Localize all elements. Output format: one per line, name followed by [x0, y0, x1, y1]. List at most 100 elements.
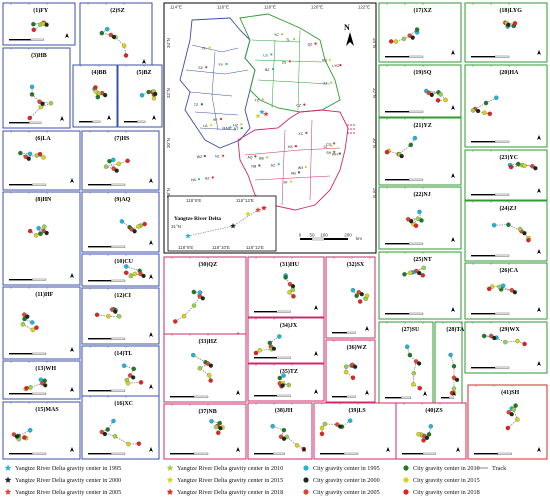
- city-gravity-point: [277, 375, 282, 381]
- city-gravity-point: [335, 422, 340, 427]
- panel-p24: (24)ZJ: [464, 200, 548, 262]
- city-gravity-point: [428, 424, 433, 429]
- city-gravity-point: [470, 108, 476, 113]
- city-gravity-point: [257, 348, 262, 353]
- map-city-point: [225, 62, 228, 66]
- map-city-point: [210, 124, 213, 127]
- city-gravity-point: [290, 284, 296, 289]
- scale-bar: [402, 453, 423, 455]
- map-city-point: [197, 178, 201, 181]
- scale-bar: [170, 396, 194, 398]
- city-gravity-point: [119, 219, 125, 224]
- panel-p8: (8)HN: [2, 191, 81, 286]
- city-gravity-point: [22, 312, 27, 317]
- panel-frame: [467, 384, 548, 460]
- city-gravity-point: [505, 425, 511, 431]
- city-gravity-point: [402, 272, 407, 277]
- panels-layer: (1)FY(2)SZ(3)HB(4)BB(5)BZ(6)LA(7)HS(8)HN…: [2, 2, 548, 460]
- inset-track: [187, 207, 265, 237]
- city-gravity-point: [494, 95, 499, 100]
- city-gravity-point: [27, 115, 32, 121]
- city-gravity-point: [491, 222, 497, 228]
- legend-item: City gravity center in 2005: [303, 489, 380, 496]
- city-gravity-point: [506, 222, 511, 227]
- city-gravity-point: [451, 364, 457, 369]
- panel-frame: [247, 256, 325, 318]
- map-city-label: BB: [259, 156, 264, 160]
- city-gravity-point: [95, 94, 101, 100]
- map-city-label: WX: [298, 166, 304, 170]
- legend-item: Yangtze River Delta gravity center in 20…: [4, 488, 121, 496]
- yrd-star: [185, 233, 191, 239]
- panel-label: (16)XC: [114, 400, 133, 407]
- city-gravity-point: [286, 382, 291, 388]
- panel-frame: [2, 130, 81, 191]
- city-gravity-point: [125, 158, 130, 164]
- panel-frame: [378, 117, 462, 186]
- legend-label: Yangtze River Delta gravity center in 20…: [177, 489, 283, 496]
- city-gravity-point: [270, 424, 275, 429]
- city-gravity-point: [217, 420, 222, 426]
- city-gravity-point: [413, 223, 419, 228]
- yrd-star: [230, 223, 236, 229]
- city-gravity-point: [414, 268, 419, 274]
- panel-frame: [81, 395, 160, 460]
- city-gravity-point: [501, 283, 506, 288]
- map-city-point: [338, 152, 341, 155]
- north-arrow-icon: [537, 361, 541, 366]
- legend-star-icon: [166, 476, 174, 483]
- city-gravity-point: [429, 92, 434, 97]
- scale-bar: [385, 111, 409, 113]
- north-arrow-icon: [346, 32, 354, 46]
- map-city-label: SH: [326, 151, 331, 155]
- city-gravity-point: [533, 166, 538, 171]
- panel-p1: (1)FY: [2, 2, 76, 46]
- panel-frame: [464, 2, 548, 63]
- legend-dot-icon: [303, 489, 309, 495]
- scale-bar: [110, 245, 126, 248]
- track-line: [509, 163, 533, 168]
- city-gravity-point: [25, 314, 30, 319]
- panel-p27: (27)SU: [378, 321, 434, 404]
- scale-bar: [408, 55, 424, 58]
- map-lat-tick: 32°N: [166, 88, 171, 98]
- city-gravity-point: [121, 363, 127, 368]
- panel-frame: [464, 149, 548, 201]
- scale-bar: [79, 121, 93, 123]
- panel-p13: (13)WH: [2, 360, 81, 400]
- scale-bar: [448, 396, 455, 399]
- city-gravity-point: [408, 142, 413, 148]
- scale-bar: [193, 452, 209, 455]
- panel-p6: (6)LA: [2, 130, 81, 191]
- legend-item: City gravity center in 2015: [403, 477, 480, 484]
- scale-bar: [9, 122, 30, 124]
- scale-bar: [193, 395, 209, 398]
- city-gravity-point: [181, 313, 187, 319]
- panel-frame: [378, 2, 462, 63]
- scale-segment: [300, 238, 312, 240]
- city-gravity-point: [438, 92, 443, 97]
- legend-label: Yangtze River Delta gravity center in 19…: [15, 465, 121, 472]
- city-gravity-point: [205, 361, 211, 366]
- panel-p38: (38)JH: [247, 402, 313, 460]
- panel-label: (4)BB: [91, 69, 106, 76]
- map-city-label: HZ: [233, 123, 239, 127]
- panel-label: (31)HU: [280, 261, 300, 268]
- north-arrow-icon: [107, 115, 111, 120]
- city-gravity-point: [506, 22, 511, 27]
- city-gravity-point: [421, 265, 426, 271]
- panel-p37: (37)NB: [163, 403, 247, 460]
- city-gravity-point: [136, 224, 141, 229]
- inset-lon-tick: 118°8'E: [186, 198, 201, 203]
- map-city-label: NJ: [215, 155, 220, 159]
- map-city-point: [271, 67, 275, 71]
- city-gravity-point: [512, 290, 517, 295]
- panel-frame: [313, 402, 397, 460]
- scale-bar: [494, 140, 510, 143]
- panel-p23: (23)YC: [464, 149, 548, 201]
- scale-bar: [474, 453, 498, 455]
- city-gravity-point: [191, 303, 197, 308]
- city-gravity-point: [515, 338, 520, 344]
- scale-unit: km: [356, 236, 362, 241]
- legend-item: Yangtze River Delta gravity center in 20…: [166, 476, 283, 484]
